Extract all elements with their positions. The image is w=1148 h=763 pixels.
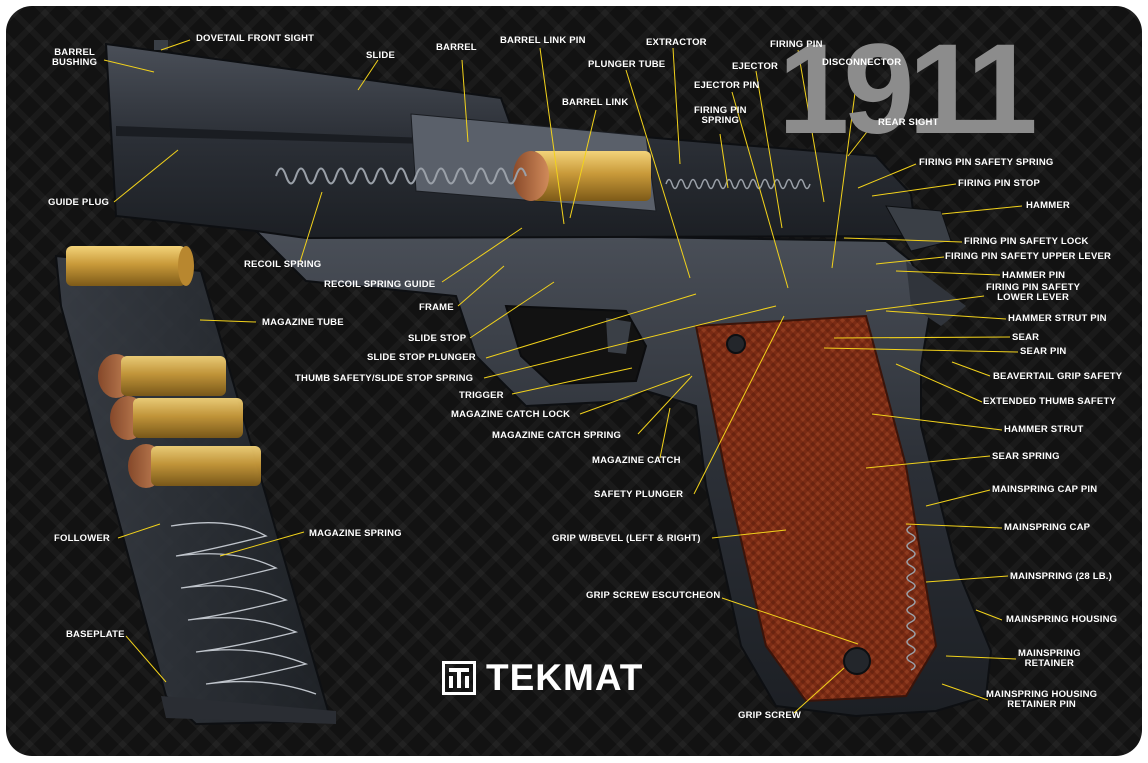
part-label: MAINSPRING CAP PIN [992,484,1098,495]
part-label: REAR SIGHT [878,117,939,128]
brand-logo: TEKMAT [442,657,644,698]
beavertail-shape [906,261,966,326]
recoil-spring-coils [275,167,527,185]
part-label: GRIP SCREW [738,710,802,721]
part-label: GRIP W/BEVEL (LEFT & RIGHT) [552,533,701,544]
part-label: MAINSPRING CAP [1004,522,1091,533]
gun-mat: 1911 TEKMAT DOVETAIL FRONT SIGHT BARREL B… [6,6,1142,756]
part-label: SLIDE STOP PLUNGER [367,352,476,363]
part-label: HAMMER PIN [1002,270,1066,281]
part-label: SEAR PIN [1020,346,1067,357]
part-label: HAMMER [1026,200,1070,211]
hammer-shape [885,205,952,252]
part-label: MAGAZINE CATCH LOCK [451,409,571,420]
part-label: BARREL LINK [562,97,629,108]
part-label: FIRING PIN SAFETY UPPER LEVER [945,251,1112,262]
baseplate-shape [161,696,336,724]
part-label: MAGAZINE SPRING [309,528,402,539]
tekmat-logo-icon [442,661,476,695]
chambered-round [531,151,651,201]
part-label: FIRING PIN SAFETY LOCK [964,236,1089,247]
brand-name: TEKMAT [486,657,644,698]
part-label: DOVETAIL FRONT SIGHT [196,33,315,44]
part-label: SEAR [1012,332,1040,343]
part-label: BARREL BUSHING [52,47,98,68]
part-label: EXTENDED THUMB SAFETY [983,396,1116,407]
part-label: MAINSPRING HOUSING RETAINER PIN [986,689,1098,710]
part-label: EJECTOR [732,61,779,72]
mainspring-coils [906,525,916,671]
part-label: EXTRACTOR [646,37,707,48]
part-label: FIRING PIN SAFETY SPRING [919,157,1054,168]
model-number: 1911 [778,18,1038,161]
part-label: RECOIL SPRING GUIDE [324,279,436,290]
part-label: FOLLOWER [54,533,110,544]
part-label: HAMMER STRUT PIN [1008,313,1107,324]
part-label: MAINSPRING (28 LB.) [1010,571,1112,582]
part-label: MAINSPRING RETAINER [1018,648,1081,669]
part-label: FIRING PIN STOP [958,178,1041,189]
part-label: SLIDE [366,50,395,61]
part-label: FIRING PIN [770,39,823,50]
part-label: BARREL [436,42,477,53]
pistol-cutaway-illustration [54,39,1023,726]
part-label: SAFETY PLUNGER [594,489,684,500]
part-label: BASEPLATE [66,629,125,640]
part-label: RECOIL SPRING [244,259,322,270]
part-label: THUMB SAFETY/SLIDE STOP SPRING [295,373,474,384]
part-label: MAGAZINE CATCH [592,455,681,466]
grip-panel [694,314,938,703]
trigger-shape [606,318,631,354]
part-label: FIRING PIN SAFETY LOWER LEVER [986,282,1081,303]
magazine-spring-coils [170,522,317,695]
part-label: TRIGGER [459,390,504,401]
part-label: MAINSPRING HOUSING [1006,614,1118,625]
part-label: SLIDE STOP [408,333,467,344]
part-label: HAMMER STRUT [1004,424,1084,435]
part-label: EJECTOR PIN [694,80,760,91]
part-label: PLUNGER TUBE [588,59,666,70]
part-label: FRAME [419,302,454,313]
part-label: MAGAZINE TUBE [262,317,344,328]
part-label: MAGAZINE CATCH SPRING [492,430,622,441]
part-label: FIRING PIN SPRING [694,105,747,126]
part-label: BEAVERTAIL GRIP SAFETY [993,371,1123,382]
part-label: DISCONNECTOR [822,57,902,68]
part-label: SEAR SPRING [992,451,1060,462]
part-label: GUIDE PLUG [48,197,110,208]
part-label: GRIP SCREW ESCUTCHEON [586,590,721,601]
firing-pin-spring-coils [665,178,811,190]
part-label: BARREL LINK PIN [500,35,586,46]
